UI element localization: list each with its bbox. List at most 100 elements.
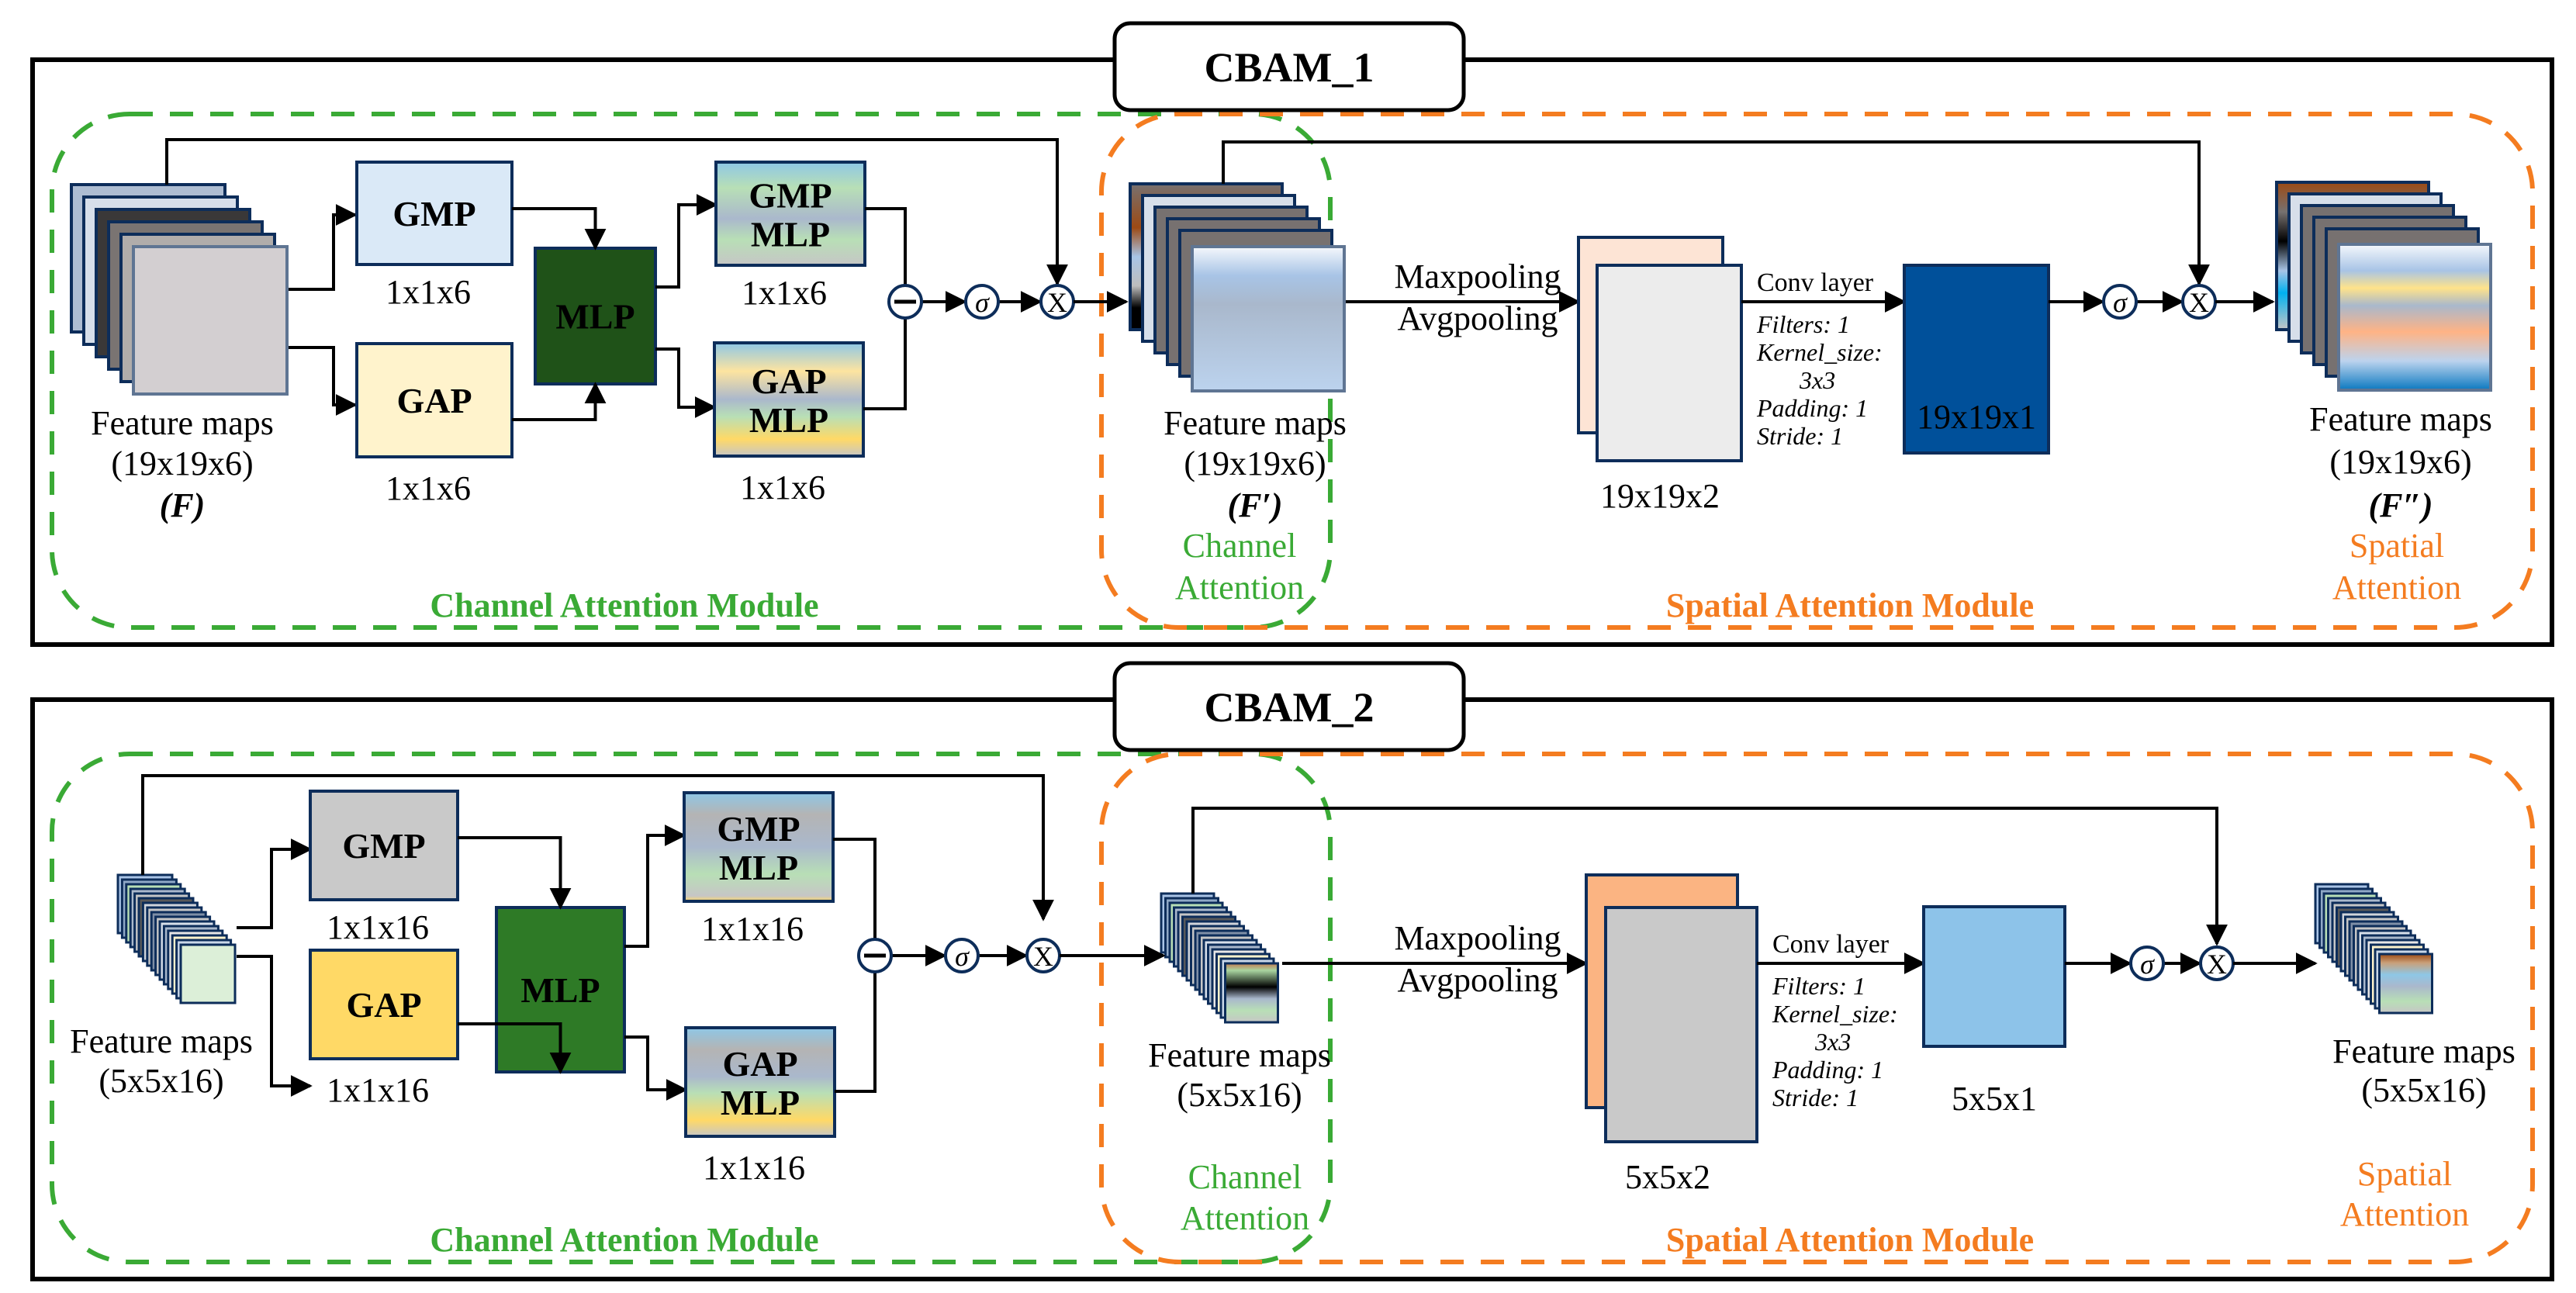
maxpooling-label: Maxpooling (1394, 919, 1561, 957)
conv-output-map (1922, 905, 2066, 1048)
panel-title: CBAM_1 (1205, 44, 1374, 91)
refined-label: Feature maps (1164, 404, 1347, 442)
sigmoid-icon: σ (2113, 287, 2128, 318)
gmp-box (309, 790, 459, 901)
conv-param-0: Filters: 1 (1772, 972, 1865, 1000)
sigmoid-operator: σ (2102, 284, 2138, 320)
input-label: Feature maps (91, 404, 274, 442)
input-shape: (5x5x16) (99, 1062, 223, 1100)
output-shape: (19x19x6) (2329, 443, 2471, 481)
gmp-mlp-label-line2: MLP (751, 215, 830, 254)
spatial-attention-caption-line1: Spatial (2357, 1155, 2452, 1193)
output-feature-map-layer (2378, 952, 2433, 1015)
spatial-attention-caption-line1: Spatial (2350, 527, 2444, 565)
avgpooling-label: Avgpooling (1398, 961, 1558, 999)
spatial-attention-module-label: Spatial Attention Module (1666, 586, 2034, 624)
conv-output-shape: 5x5x1 (1952, 1080, 2037, 1118)
sigmoid-operator: σ (944, 938, 980, 973)
gmp-mlp-box (714, 161, 866, 267)
input-feature-map-layer (132, 245, 289, 396)
gmp-to-mlp-arrow (512, 207, 607, 251)
gap-mlp-label-line1: GAP (751, 361, 826, 401)
gap-box (355, 342, 513, 458)
spatial-attention-caption-line2: Attention (2332, 569, 2461, 607)
input-feature-map-layer (179, 943, 237, 1004)
output-label: Feature maps (2309, 400, 2492, 438)
conv-layer-label: Conv layer (1772, 930, 1890, 959)
to-gmp-arrow (289, 204, 358, 291)
spatial-attention-caption-line2: Attention (2340, 1195, 2469, 1233)
channel-attention-module-label: Channel Attention Module (430, 1221, 818, 1259)
gmp-shape: 1x1x16 (327, 908, 429, 946)
sigmoid-circle (964, 284, 1000, 320)
multiply-icon: X (1047, 287, 1067, 318)
to-gmp-arrow (237, 838, 313, 929)
output-symbol: (F″) (2369, 486, 2433, 524)
conv-param-2: 3x3 (1814, 1028, 1851, 1056)
gmp-mlp-to-add-line (865, 207, 907, 318)
conv-output-map (1903, 264, 2050, 455)
channel-attention-caption-line2: Attention (1175, 569, 1304, 607)
conv-param-1: Kernel_size: (1772, 1000, 1898, 1028)
spatial-attention-module-region (1099, 112, 2535, 630)
refined-shape: (19x19x6) (1184, 444, 1326, 482)
maxpooling-label: Maxpooling (1394, 258, 1561, 296)
gap-to-mlp-arrow (458, 1022, 572, 1074)
skip-connection-line (141, 774, 1054, 921)
conv-param-2: 3x3 (1799, 366, 1835, 394)
conv-output-shape: 19x19x1 (1917, 398, 2036, 436)
input-label: Feature maps (70, 1022, 253, 1060)
sigmoid-operator: σ (2129, 946, 2165, 981)
gmp-label: GMP (342, 826, 425, 866)
mlp-label: MLP (555, 297, 634, 337)
gap-to-mlp-arrow (512, 382, 607, 421)
mlp-to-gap-mlp-arrow (655, 347, 717, 418)
sigmoid-icon: σ (975, 287, 990, 318)
mlp-to-gmp-mlp-arrow (655, 194, 718, 289)
sigmoid-circle (2102, 284, 2138, 320)
panel-title: CBAM_2 (1205, 684, 1374, 731)
to-gap-arrow (289, 346, 358, 416)
gap-shape: 1x1x6 (386, 469, 471, 507)
add-operator (887, 284, 923, 320)
gap-label: GAP (396, 381, 472, 420)
channel-attention-caption-line1: Channel (1183, 527, 1297, 565)
multiply-operator: X (2181, 284, 2217, 320)
gap-mlp-to-add-line (835, 939, 877, 1093)
refined-shape: (5x5x16) (1177, 1076, 1302, 1114)
avgpooling-label: Avgpooling (1398, 299, 1558, 337)
multiply-operator: X (1039, 284, 1075, 320)
gap-mlp-box (684, 1026, 836, 1138)
channel-attention-module-label: Channel Attention Module (430, 586, 818, 624)
input-symbol: (F) (160, 486, 206, 524)
conv-param-1: Kernel_size: (1756, 338, 1883, 366)
add-operator (857, 938, 893, 973)
skip-connection-line (165, 138, 1068, 286)
input-shape: (19x19x6) (111, 444, 253, 482)
gap-mlp-label-line2: MLP (749, 400, 828, 440)
to-gap-arrow (237, 955, 313, 1097)
gap-mlp-label-line2: MLP (721, 1083, 800, 1122)
conv-param-4: Stride: 1 (1772, 1084, 1859, 1111)
refined-label: Feature maps (1148, 1036, 1331, 1074)
channel-attention-caption-line1: Channel (1188, 1158, 1302, 1196)
conv-param-3: Padding: 1 (1772, 1056, 1883, 1084)
conv-param-4: Stride: 1 (1757, 422, 1843, 450)
spatial-attention-module-region (1099, 752, 2535, 1264)
sigmoid-icon: σ (955, 941, 970, 972)
mlp-to-gmp-mlp-arrow (624, 825, 686, 948)
refined-feature-map-front (1191, 245, 1346, 392)
channel-attention-module-region (50, 752, 1333, 1264)
pooled-shape: 5x5x2 (1625, 1158, 1710, 1196)
refined-symbol: (F′) (1227, 486, 1282, 524)
output-feature-map-front (2337, 243, 2492, 392)
gmp-mlp-label-line1: GMP (749, 176, 832, 216)
refined-feature-map-layer (1224, 962, 1279, 1024)
gmp-mlp-label-line1: GMP (717, 809, 800, 849)
gap-mlp-label-line1: GAP (722, 1044, 797, 1084)
sigmoid-circle (944, 938, 980, 973)
gap-box (309, 949, 459, 1060)
